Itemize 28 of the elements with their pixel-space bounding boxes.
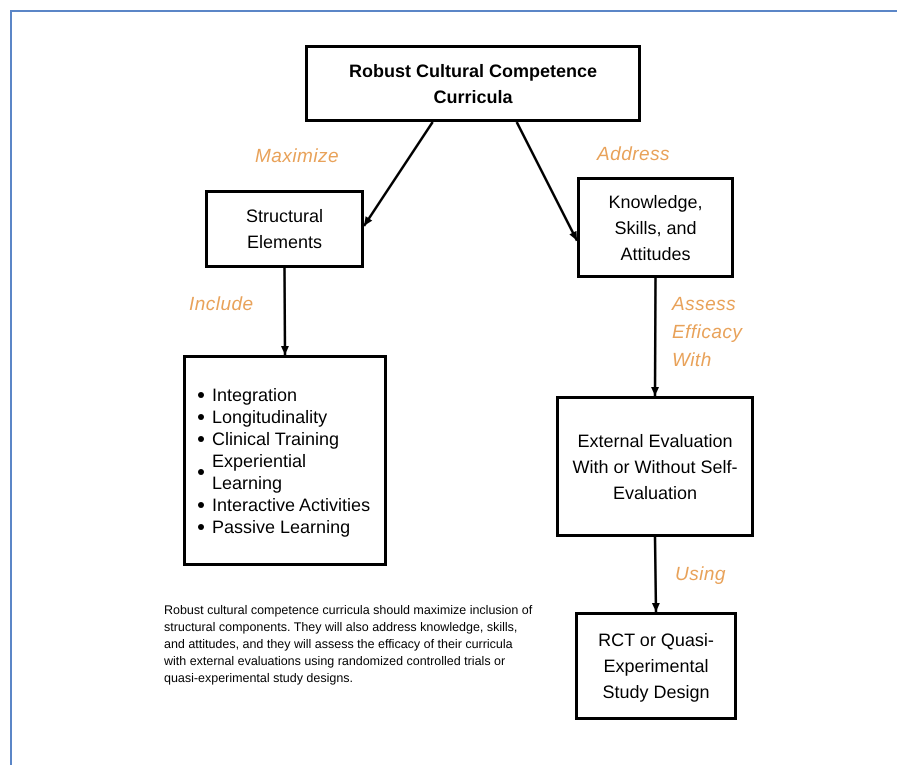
edge-label: Maximize (255, 145, 340, 169)
process-box (575, 612, 737, 720)
edge-label: Assess Efficacy With (672, 293, 744, 373)
list-item: Interactive Activities (198, 494, 370, 516)
box-text: Robust Cultural Competence Curricula (348, 60, 598, 108)
edge-label: Using (675, 563, 727, 587)
list-item: Experiential Learning (198, 450, 380, 494)
arrow (652, 536, 660, 612)
arrow (280, 268, 289, 355)
process-box (205, 190, 364, 268)
list-item: Longitudinality (198, 406, 328, 428)
box-text: Knowledge, Skills, and Attitudes (607, 190, 704, 266)
arrow (516, 121, 578, 242)
edge-label: Address (597, 143, 672, 167)
process-box (183, 355, 387, 566)
process-box (305, 45, 641, 122)
process-box (556, 396, 754, 537)
arrow (651, 278, 660, 396)
caption: Robust cultural competence curricula should maximize inclusion of structural components. They will also address knowledge, skills, and attitudes, and they will assess the efficacy of their curricula with external evaluations using randomized controlled trials or quasi-experimental study designs. (164, 602, 534, 687)
edge-label: Include (189, 293, 255, 317)
list-item: Integration (198, 384, 298, 406)
box-text: RCT or Quasi-Experimental Study Design (597, 629, 715, 704)
box-text: Structural Elements (244, 205, 324, 254)
list-item: Clinical Training (198, 428, 340, 450)
list-item: Passive Learning (198, 516, 350, 538)
box-text: External Evaluation With or Without Self-Evaluation (571, 430, 739, 504)
arrow (362, 121, 434, 227)
process-box (577, 177, 734, 278)
